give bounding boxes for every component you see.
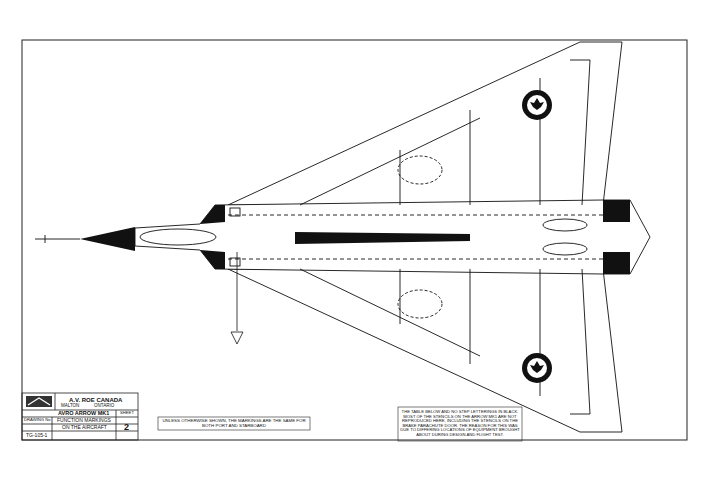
drawing-border bbox=[22, 40, 687, 440]
note-box bbox=[158, 417, 310, 430]
aircraft-plan-view bbox=[135, 42, 650, 432]
location: MALTON bbox=[61, 404, 79, 409]
field-label: SHEET bbox=[120, 411, 134, 416]
field-label: DRAWING No bbox=[24, 418, 51, 423]
black-markings bbox=[80, 200, 630, 274]
sheet-number: 2 bbox=[124, 423, 129, 433]
general-note: UNLESS OTHERWISE SHOWN, THE MARKINGS ARE… bbox=[160, 419, 308, 429]
drawing-number: TG-105-1 bbox=[26, 433, 47, 439]
drawing-subtitle: ON THE AIRCRAFT bbox=[62, 425, 107, 431]
roundel bbox=[522, 90, 552, 383]
nose-probe bbox=[35, 235, 80, 243]
drawing-title: AVRO ARROW MK1 bbox=[58, 410, 109, 416]
antenna-marker bbox=[231, 252, 243, 344]
title-block bbox=[22, 393, 138, 440]
company-logo bbox=[26, 396, 52, 407]
location: ONTARIO bbox=[94, 404, 114, 409]
note-box bbox=[398, 407, 522, 441]
company-name: A.V. ROE CANADA bbox=[69, 397, 122, 404]
drawing-subtitle: FUNCTION MARKINGS bbox=[57, 418, 111, 424]
general-note: THE TABLE BELOW AND NO STEP LETTERINGS I… bbox=[400, 410, 520, 438]
